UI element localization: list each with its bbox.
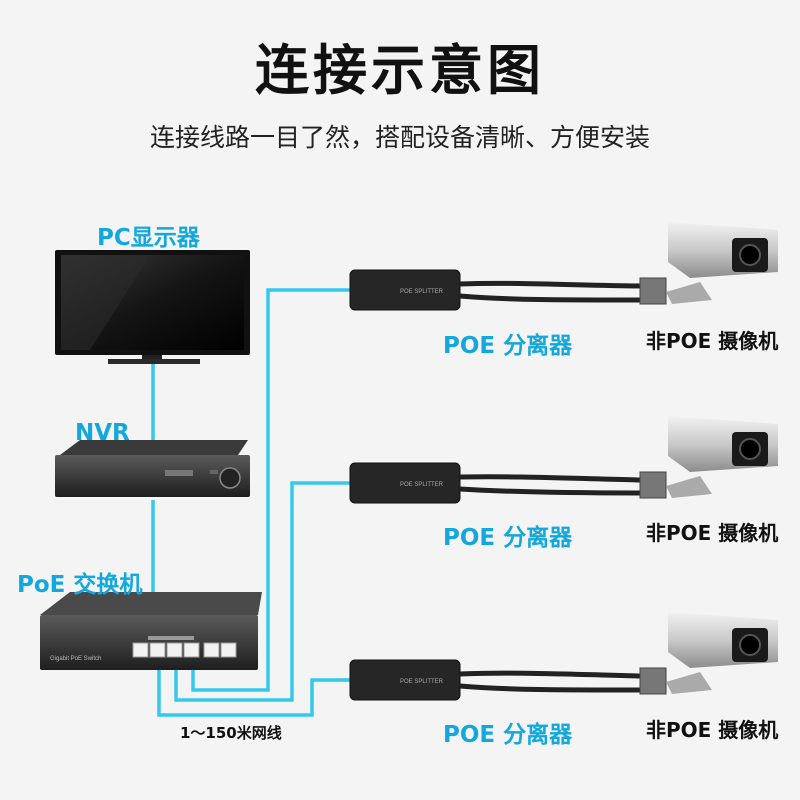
monitor-label: PC显示器 <box>97 218 200 252</box>
splitter-label-1: POE 分离器 <box>443 326 572 360</box>
camera-label-2: 非POE 摄像机 <box>646 517 778 546</box>
splitter-text: POE SPLITTER <box>400 289 444 295</box>
switch-label: PoE 交换机 <box>17 565 142 599</box>
poe-splitter-1: POE SPLITTER <box>350 270 640 310</box>
nvr-icon <box>55 440 250 497</box>
monitor-icon <box>55 250 250 364</box>
camera-icon-3 <box>640 612 778 694</box>
camera-icon-1 <box>640 222 778 304</box>
splitter-label-3: POE 分离器 <box>443 715 572 749</box>
switch-ports <box>133 643 236 657</box>
poe-splitter-2: POE SPLITTER <box>350 463 640 503</box>
splitter-text: POE SPLITTER <box>400 679 444 685</box>
nvr-label: NVR <box>75 420 130 446</box>
poe-splitter-3: POE SPLITTER <box>350 660 640 700</box>
poe-switch-icon: Gigabit PoE Switch <box>40 592 262 670</box>
splitter-label-2: POE 分离器 <box>443 518 572 552</box>
camera-label-1: 非POE 摄像机 <box>646 325 778 354</box>
camera-icon-2 <box>640 416 778 498</box>
cable-length-label: 1～150米网线 <box>180 722 282 743</box>
splitter-text: POE SPLITTER <box>400 482 444 488</box>
camera-label-3: 非POE 摄像机 <box>646 714 778 743</box>
switch-brand-text: Gigabit PoE Switch <box>50 656 101 662</box>
